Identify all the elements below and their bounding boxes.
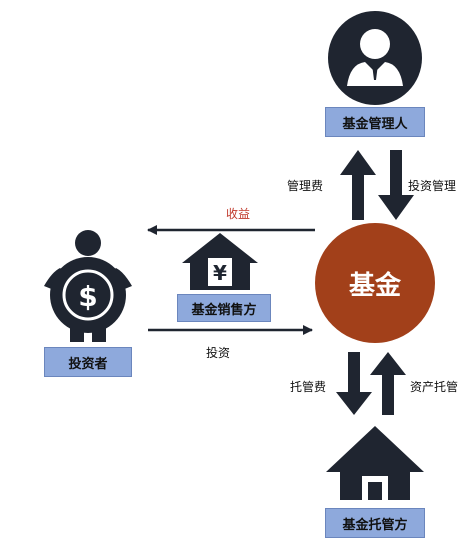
investor-box: 投资者 bbox=[44, 347, 132, 377]
custody-fee-arrow bbox=[336, 352, 372, 415]
management-fee-label: 管理费 bbox=[287, 179, 324, 193]
svg-text:$: $ bbox=[78, 280, 97, 313]
fund-label: 基金 bbox=[348, 270, 401, 301]
person-icon bbox=[328, 11, 422, 105]
svg-text:¥: ¥ bbox=[213, 261, 227, 285]
management-fee-arrow bbox=[340, 150, 376, 220]
asset-custody-arrow bbox=[370, 352, 406, 415]
money-bag-person-icon: $ bbox=[44, 230, 132, 342]
investment-label: 投资 bbox=[206, 346, 231, 360]
fund-custodian-box: 基金托管方 bbox=[325, 508, 425, 538]
house-icon bbox=[326, 426, 424, 500]
investment-management-arrow bbox=[378, 150, 414, 220]
fund-manager-box: 基金管理人 bbox=[325, 107, 425, 137]
investment-management-label: 投资管理 bbox=[408, 179, 457, 193]
income-label: 收益 bbox=[226, 207, 251, 221]
custody-fee-label: 托管费 bbox=[290, 380, 327, 394]
fund-circle bbox=[315, 223, 435, 343]
asset-custody-label: 资产托管 bbox=[410, 380, 459, 394]
fund-seller-box: 基金销售方 bbox=[177, 294, 271, 322]
yuan-house-icon: ¥ bbox=[182, 233, 258, 290]
